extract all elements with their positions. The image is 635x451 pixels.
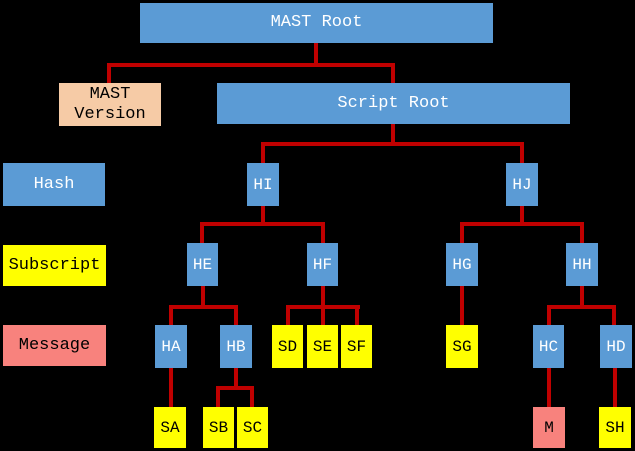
node-hj: HJ: [506, 163, 538, 206]
connector-drop-hj: [520, 142, 524, 163]
connector-drop-hd: [612, 305, 616, 325]
connector-ha-sa: [169, 368, 173, 407]
connector-hd-sh: [613, 368, 617, 407]
connector-hi-rail: [200, 222, 325, 226]
node-hi: HI: [247, 163, 279, 206]
connector-hb-trunk: [234, 368, 238, 390]
connector-drop-sb: [216, 386, 220, 407]
connector-drop-mastversion: [107, 63, 111, 83]
connector-drop-hi: [261, 142, 265, 163]
node-sc: SC: [237, 407, 268, 448]
connector-drop-sf: [355, 305, 359, 325]
connector-hh-rail: [547, 305, 616, 309]
connector-drop-scriptroot: [391, 63, 395, 83]
node-hc: HC: [533, 325, 564, 368]
connector-mastroot-trunk: [314, 43, 318, 67]
node-hf: HF: [307, 243, 338, 286]
connector-drop-sd: [286, 305, 290, 325]
connector-hj-trunk: [520, 206, 524, 226]
node-hg: HG: [446, 243, 478, 286]
connector-hb-rail: [216, 386, 254, 390]
connector-drop-hf: [321, 222, 325, 243]
node-sg: SG: [446, 325, 478, 368]
node-se: SE: [307, 325, 338, 368]
node-sf: SF: [341, 325, 372, 368]
connector-drop-hc: [547, 305, 551, 325]
node-hh: HH: [566, 243, 598, 286]
legend-hash: Hash: [3, 163, 105, 206]
connector-scriptroot-rail: [261, 142, 524, 146]
node-he: HE: [187, 243, 218, 286]
connector-he-trunk: [201, 286, 205, 309]
node-sb: SB: [203, 407, 234, 448]
node-mast-version: MAST Version: [59, 83, 161, 126]
connector-hh-trunk: [580, 286, 584, 309]
legend-message: Message: [3, 325, 106, 366]
connector-scriptroot-trunk: [391, 124, 395, 146]
node-sd: SD: [272, 325, 303, 368]
legend-subscript: Subscript: [3, 245, 106, 286]
node-mast-root: MAST Root: [140, 3, 493, 43]
node-m: M: [533, 407, 565, 448]
connector-drop-hb: [234, 305, 238, 325]
connector-drop-he: [200, 222, 204, 243]
connector-hc-m: [547, 368, 551, 407]
node-sa: SA: [154, 407, 186, 448]
node-hd: HD: [600, 325, 632, 368]
connector-drop-ha: [169, 305, 173, 325]
connector-hj-rail: [460, 222, 584, 226]
connector-hi-trunk: [261, 206, 265, 226]
node-script-root: Script Root: [217, 83, 570, 124]
connector-drop-sc: [250, 386, 254, 407]
connector-hg-sg: [460, 286, 464, 325]
node-ha: HA: [155, 325, 187, 368]
connector-hf-rail: [286, 305, 360, 309]
connector-drop-hg: [460, 222, 464, 243]
connector-mastroot-rail: [107, 63, 395, 67]
connector-drop-hh: [580, 222, 584, 243]
node-hb: HB: [220, 325, 252, 368]
node-sh: SH: [599, 407, 631, 448]
connector-he-rail: [169, 305, 238, 309]
